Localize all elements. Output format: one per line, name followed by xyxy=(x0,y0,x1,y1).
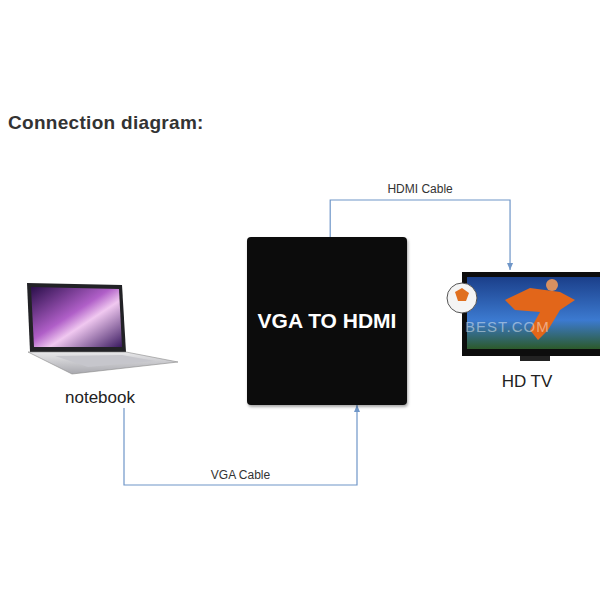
tv-frame xyxy=(462,272,600,356)
connector-layer xyxy=(124,200,510,485)
tv-illustration xyxy=(447,272,600,361)
tv-stand xyxy=(520,356,550,361)
cable-label: HDMI Cable xyxy=(387,182,452,196)
laptop-screen xyxy=(31,287,122,347)
laptop-keyboard xyxy=(55,355,155,367)
node-label: HD TV xyxy=(500,372,555,392)
watermark-text: BEST.COM xyxy=(465,318,550,335)
soccer-ball xyxy=(447,283,477,313)
laptop-lid xyxy=(27,283,126,352)
laptop-illustration xyxy=(27,283,178,374)
cable-label: VGA Cable xyxy=(211,468,270,482)
converter-box: VGA TO HDMI xyxy=(247,237,407,405)
node-label: VGA TO HDMI xyxy=(258,309,397,333)
diagram-title: Connection diagram: xyxy=(8,112,204,134)
player-head xyxy=(546,279,558,291)
ball-patch xyxy=(455,288,469,301)
device-node: notebook xyxy=(20,283,180,408)
laptop-base xyxy=(28,352,178,374)
tv-screen xyxy=(467,277,600,349)
cable-connector xyxy=(124,405,357,485)
node-label: notebook xyxy=(63,388,137,408)
